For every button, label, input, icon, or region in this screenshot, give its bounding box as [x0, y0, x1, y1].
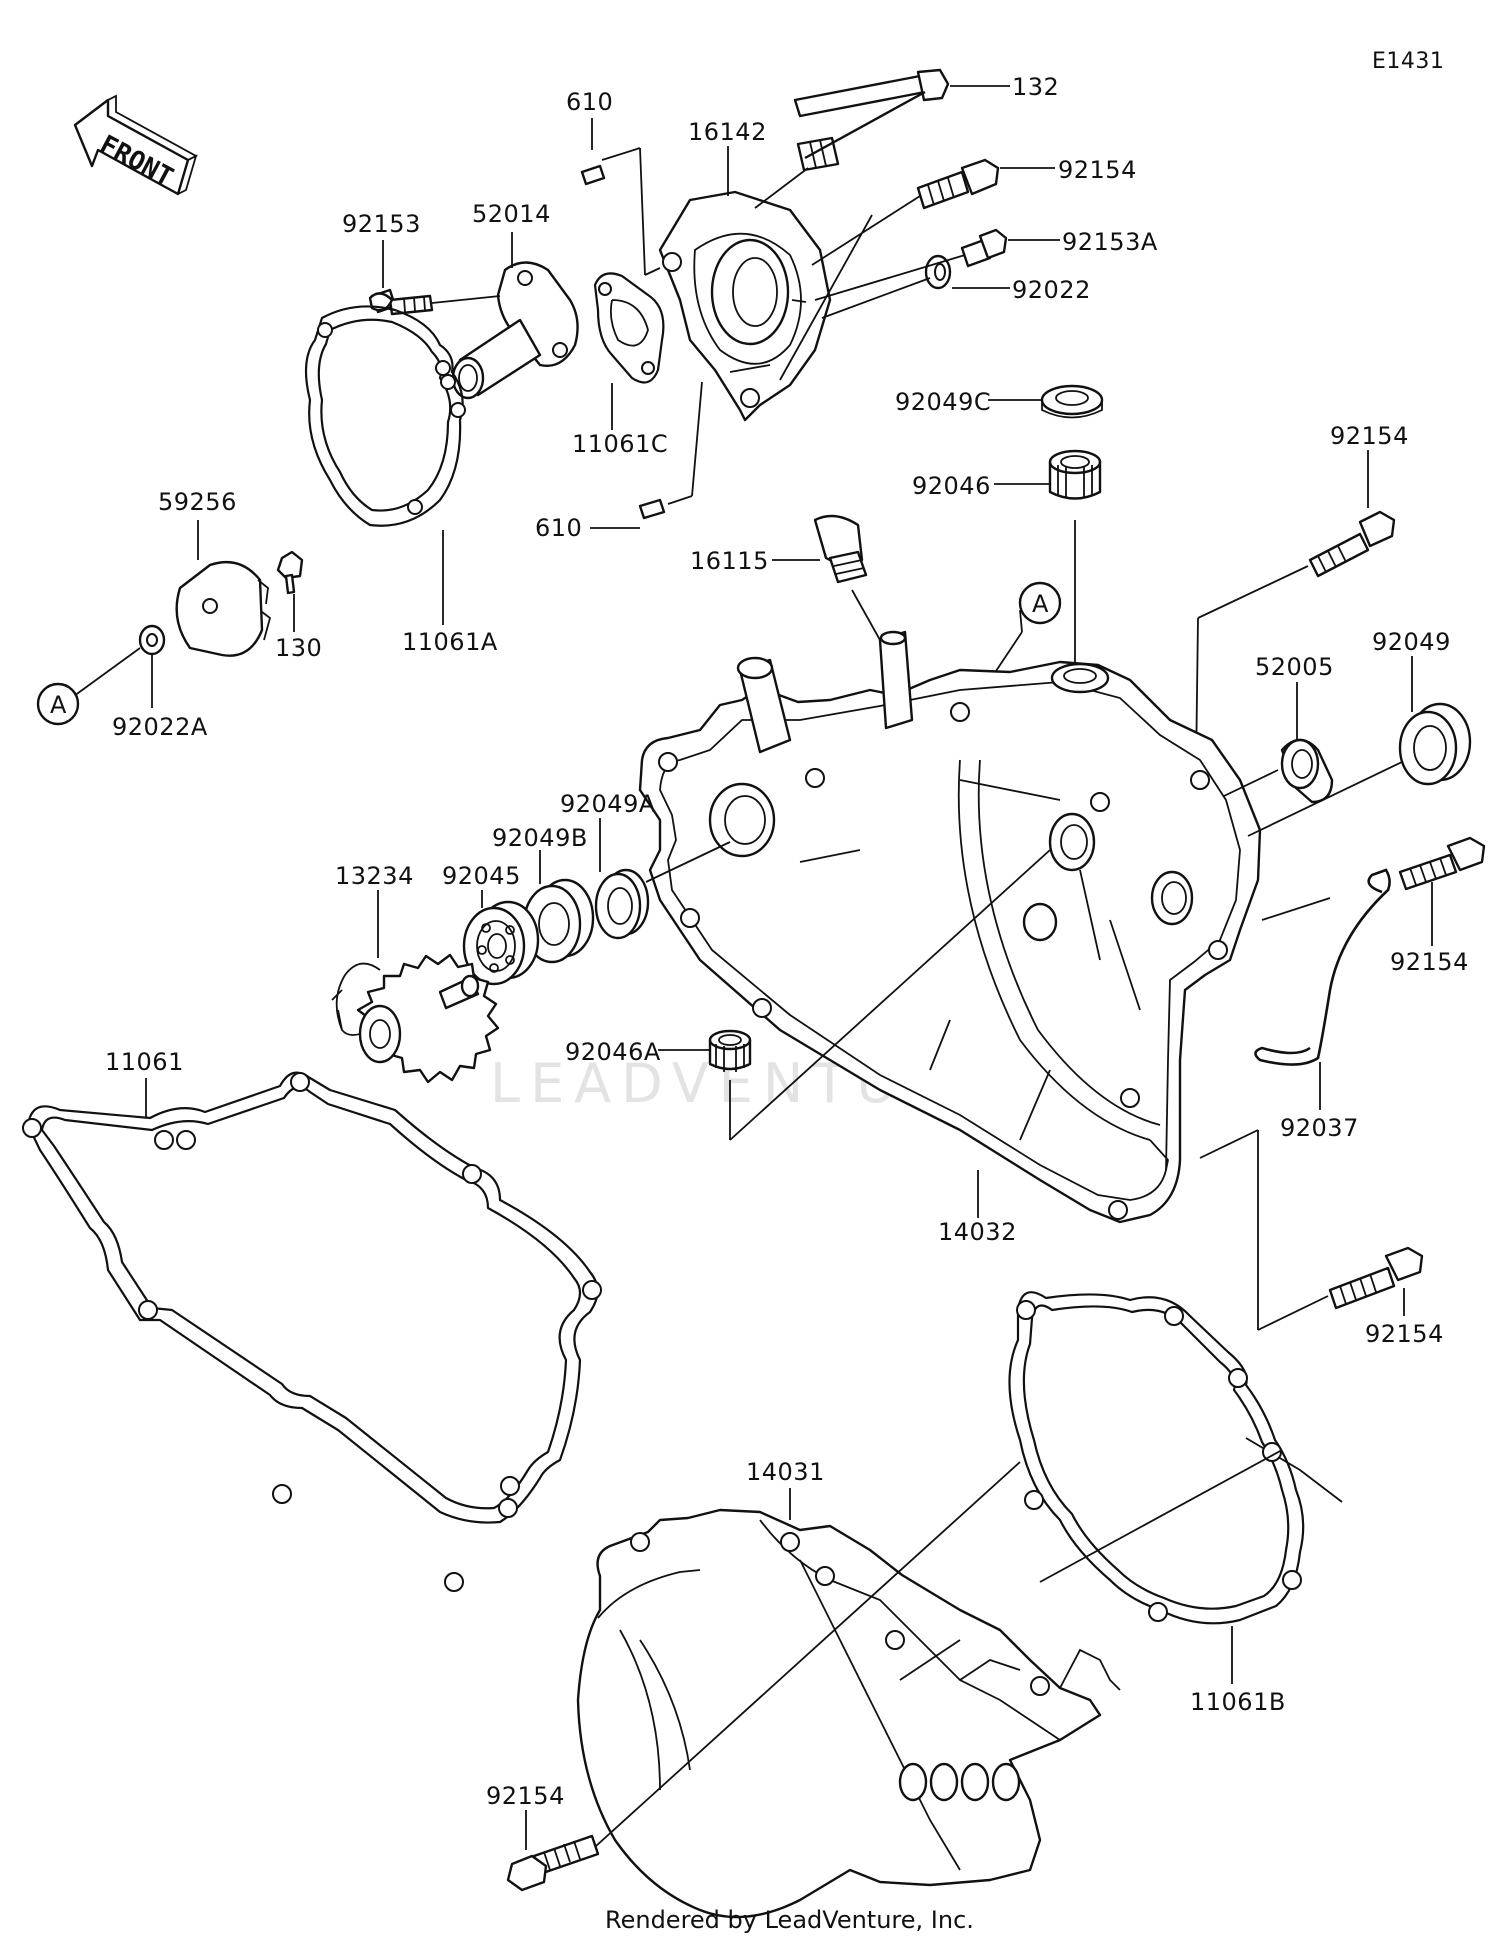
- bolt-92154-r3: [1328, 1246, 1424, 1310]
- label-16142: 16142: [688, 118, 767, 146]
- bearing-92046A: [708, 1029, 752, 1072]
- label-11061C: 11061C: [572, 430, 668, 458]
- bearing-92045: [462, 900, 540, 986]
- callout-a-left-text: A: [50, 691, 67, 719]
- gear-13234: [331, 953, 500, 1084]
- gasket-11061B: [1008, 1291, 1343, 1625]
- bolt-132: [793, 68, 950, 172]
- label-59256: 59256: [158, 488, 237, 516]
- label-14032: 14032: [938, 1218, 1017, 1246]
- label-92045: 92045: [442, 862, 521, 890]
- label-92153A: 92153A: [1062, 228, 1158, 256]
- seal-92049C: [1040, 384, 1104, 419]
- bolt-92154-r2: [1398, 836, 1486, 891]
- gasket-11061C: [593, 272, 665, 384]
- label-92046A: 92046A: [565, 1038, 661, 1066]
- label-92154-r3: 92154: [1365, 1320, 1444, 1348]
- bearing-92049B: [522, 878, 595, 964]
- gasket-11061: [22, 1071, 602, 1592]
- label-92049A: 92049A: [560, 790, 656, 818]
- label-14031: 14031: [746, 1458, 825, 1486]
- bolt-92154-r1: [1308, 510, 1396, 578]
- seal-92049A: [594, 868, 650, 940]
- label-92153: 92153: [342, 210, 421, 238]
- pipe-52014: [451, 261, 579, 400]
- callout-a-cover-text: A: [1032, 590, 1049, 618]
- label-52005: 52005: [1255, 653, 1334, 681]
- label-11061: 11061: [105, 1048, 184, 1076]
- clamp-92037: [1254, 868, 1391, 1066]
- bolt-92154-upper: [916, 158, 1000, 210]
- clutch-cover-14032: [638, 630, 1262, 1224]
- diagram-code: E1431: [1372, 49, 1444, 74]
- label-92049B: 92049B: [492, 824, 588, 852]
- label-92049C: 92049C: [895, 388, 991, 416]
- label-11061B: 11061B: [1190, 1688, 1286, 1716]
- pump-cover-16142: [658, 190, 832, 422]
- label-92037: 92037: [1280, 1114, 1359, 1142]
- impeller-59256: [175, 560, 272, 657]
- label-92154-r2: 92154: [1390, 948, 1469, 976]
- label-610-mid: 610: [535, 514, 582, 542]
- magneto-cover-14031: [576, 1508, 1121, 1919]
- label-92046: 92046: [912, 472, 991, 500]
- bolt-92154-bottom: [506, 1834, 600, 1892]
- label-92154-r1: 92154: [1330, 422, 1409, 450]
- label-52014: 52014: [472, 200, 551, 228]
- label-92154-bottom: 92154: [486, 1782, 565, 1810]
- bushing-52005: [1280, 738, 1334, 804]
- label-92022A: 92022A: [112, 713, 208, 741]
- label-132: 132: [1012, 73, 1059, 101]
- cap-16115: [813, 514, 868, 584]
- bolt-92153: [368, 288, 434, 316]
- seal-92049: [1398, 702, 1472, 786]
- callout-a-cover: [1018, 581, 1062, 625]
- label-130: 130: [275, 634, 322, 662]
- bearing-92046: [1048, 449, 1102, 500]
- dowel-pin-610-mid: [638, 498, 666, 520]
- label-11061A: 11061A: [402, 628, 498, 656]
- label-13234: 13234: [335, 862, 414, 890]
- label-92022: 92022: [1012, 276, 1091, 304]
- label-92049: 92049: [1372, 628, 1451, 656]
- front-arrow: FRONT: [73, 94, 198, 196]
- callout-a-left: [36, 682, 80, 726]
- washer-92022A: [138, 624, 166, 656]
- footer-credit: Rendered by LeadVenture, Inc.: [605, 1906, 974, 1934]
- gasket-11061A: [304, 305, 466, 527]
- label-610-top: 610: [566, 88, 613, 116]
- label-92154-top: 92154: [1058, 156, 1137, 184]
- dowel-pin-610-top: [580, 164, 606, 186]
- bolt-92153A: [960, 228, 1008, 268]
- label-16115: 16115: [690, 547, 769, 575]
- bolt-130: [276, 550, 304, 595]
